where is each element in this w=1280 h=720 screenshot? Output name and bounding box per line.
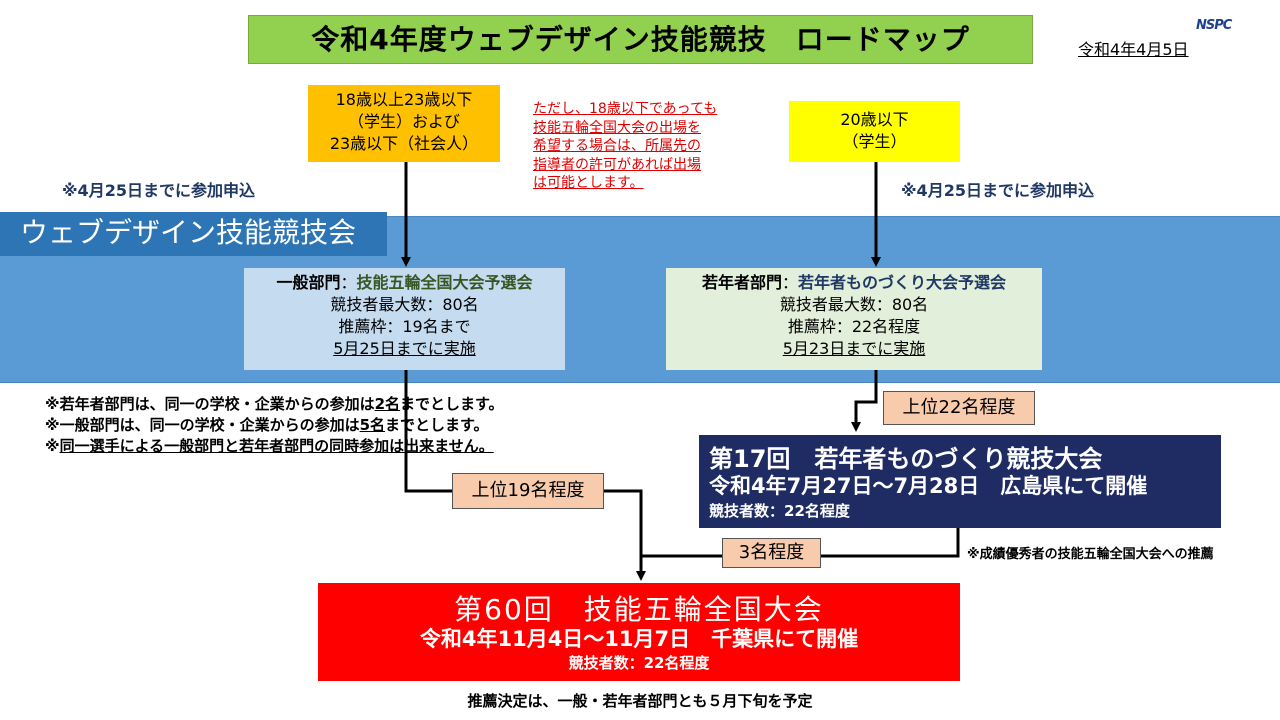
apply-deadline-right: ※4月25日までに参加申込 bbox=[901, 181, 1094, 200]
max-competitors: 競技者最大数：80名 bbox=[779, 295, 929, 314]
note-text: ※若年者部門は、同一の学校・企業からの参加は bbox=[45, 395, 375, 413]
apply-deadline-left: ※4月25日までに参加申込 bbox=[62, 181, 255, 200]
band-label: ウェブデザイン技能競技会 bbox=[0, 212, 387, 256]
note-emph: 同一選手による一般部門と若年者部門の同時参加は出来ません。 bbox=[59, 437, 494, 455]
youth-national-title: 第17回 若年者ものづくり競技大会 bbox=[709, 445, 1103, 473]
note-text: ※一般部門は、同一の学校・企業からの参加は bbox=[45, 416, 360, 434]
youth-division-box: 若年者部門：若年者ものづくり大会予選会 競技者最大数：80名 推薦枠：22名程度… bbox=[666, 268, 1042, 370]
event-label: 若年者ものづくり大会予選会 bbox=[798, 273, 1007, 292]
age-exception-note: ただし、18歳以下であっても 技能五輪全国大会の出場を 希望する場合は、所属先の… bbox=[533, 100, 753, 193]
youth-national-dates: 令和4年7月27日～7月28日 広島県にて開催 bbox=[709, 474, 1148, 498]
page-title: 令和4年度ウェブデザイン技能競技 ロードマップ bbox=[248, 15, 1033, 64]
event-label: 技能五輪全国大会予選会 bbox=[356, 273, 533, 292]
note-line: 指導者の許可があれば出場 bbox=[533, 156, 701, 173]
separator: ： bbox=[781, 273, 798, 292]
max-competitors: 競技者最大数：80名 bbox=[330, 295, 479, 314]
general-division-heading: 一般部門：技能五輪全国大会予選会 bbox=[244, 272, 565, 294]
arrow-general-to-olympics bbox=[404, 370, 646, 581]
label-top22: 上位22名程度 bbox=[883, 391, 1035, 425]
youth-national-count: 競技者数：22名程度 bbox=[709, 502, 850, 520]
youth-national-box: 第17回 若年者ものづくり競技大会 令和4年7月27日～7月28日 広島県にて開… bbox=[699, 435, 1221, 528]
note-text: までとします。 bbox=[400, 395, 504, 413]
note-line: ※同一選手による一般部門と若年者部門の同時参加は出来ません。 bbox=[45, 436, 504, 457]
note-emph: 2名 bbox=[374, 395, 401, 413]
nspc-logo: NSPC bbox=[1196, 18, 1232, 33]
dept-label: 若年者部門 bbox=[701, 273, 782, 292]
skills-olympics-dates: 令和4年11月4日～11月7日 千葉県にて開催 bbox=[419, 627, 859, 651]
recommend-quota: 推薦枠：22名程度 bbox=[787, 317, 921, 336]
recommendation-note: ※成績優秀者の技能五輪全国大会への推薦 bbox=[967, 547, 1214, 562]
note-text: ※ bbox=[45, 437, 60, 455]
eligibility-line: 18歳以上23歳以下 bbox=[335, 90, 473, 109]
note-emph: 5名 bbox=[359, 416, 386, 434]
recommend-quota: 推薦枠：19名まで bbox=[338, 317, 471, 336]
eligibility-line: 23歳以下（社会人） bbox=[329, 134, 479, 153]
separator: ： bbox=[340, 273, 357, 292]
note-text: までとします。 bbox=[385, 416, 489, 434]
eligibility-line: 20歳以下 bbox=[840, 110, 909, 129]
bottom-note: 推薦決定は、一般・若年者部門とも５月下旬を予定 bbox=[467, 692, 813, 710]
issue-date: 令和4年4月5日 bbox=[1078, 40, 1189, 59]
arrow-youth-to-national bbox=[851, 370, 878, 432]
skills-olympics-count: 競技者数：22名程度 bbox=[568, 654, 710, 672]
youth-division-heading: 若年者部門：若年者ものづくり大会予選会 bbox=[666, 272, 1042, 294]
label-top19: 上位19名程度 bbox=[452, 473, 604, 509]
eligibility-general-box: 18歳以上23歳以下 （学生）および 23歳以下（社会人） bbox=[308, 85, 500, 162]
note-line: ※若年者部門は、同一の学校・企業からの参加は2名までとします。 bbox=[45, 394, 504, 415]
note-line: 希望する場合は、所属先の bbox=[533, 138, 701, 154]
note-line: は可能とします。 bbox=[533, 175, 644, 191]
label-3: 3名程度 bbox=[722, 538, 821, 568]
skills-olympics-title: 第60回 技能五輪全国大会 bbox=[454, 593, 824, 626]
note-line: ただし、18歳以下であっても bbox=[533, 101, 718, 117]
general-division-box: 一般部門：技能五輪全国大会予選会 競技者最大数：80名 推薦枠：19名まで 5月… bbox=[244, 268, 565, 370]
eligibility-line: （学生） bbox=[842, 132, 907, 151]
participation-notes: ※若年者部門は、同一の学校・企業からの参加は2名までとします。 ※一般部門は、同… bbox=[45, 394, 504, 457]
deadline: 5月23日までに実施 bbox=[782, 339, 926, 358]
eligibility-youth-box: 20歳以下 （学生） bbox=[789, 101, 960, 162]
skills-olympics-box: 第60回 技能五輪全国大会 令和4年11月4日～11月7日 千葉県にて開催 競技… bbox=[318, 583, 960, 681]
note-line: 技能五輪全国大会の出場を bbox=[533, 119, 701, 136]
deadline: 5月25日までに実施 bbox=[333, 339, 476, 358]
dept-label: 一般部門 bbox=[276, 273, 341, 292]
eligibility-line: （学生）および bbox=[347, 112, 460, 131]
note-line: ※一般部門は、同一の学校・企業からの参加は5名までとします。 bbox=[45, 415, 504, 436]
